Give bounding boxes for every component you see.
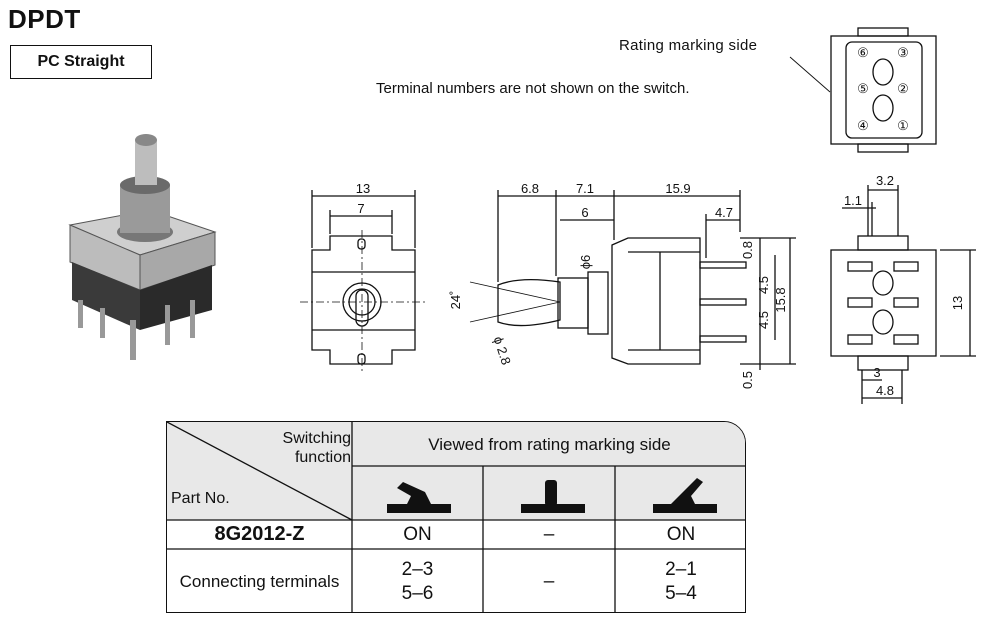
- dim-side-4: 6: [581, 205, 588, 220]
- switch-photo: [68, 134, 217, 360]
- terminal-4: ④: [857, 118, 869, 133]
- connection-3: 2–1 5–4: [615, 549, 745, 612]
- terminal-3: ③: [897, 45, 909, 60]
- part-number: 8G2012-Z: [214, 523, 305, 545]
- dim-front-width: 13: [356, 181, 370, 196]
- terminal-2: ②: [897, 81, 909, 96]
- corner-bottom-label: Part No.: [171, 489, 230, 507]
- mount-type-badge: PC Straight: [10, 45, 152, 79]
- position-3: ON: [666, 523, 696, 545]
- connection-1a: 2–3: [401, 558, 434, 580]
- terminal-1: ①: [897, 118, 909, 133]
- dim-side-6: 0.8: [740, 241, 755, 259]
- connection-1b: 5–6: [401, 582, 434, 604]
- dim-side-1: 6.8: [521, 181, 539, 196]
- bottom-view: [830, 185, 976, 404]
- terminal-6: ⑥: [857, 45, 869, 60]
- rating-marking-label: Rating marking side: [619, 37, 758, 54]
- dim-side-9: 15.8: [773, 287, 788, 312]
- dim-side-3: 15.9: [665, 181, 690, 196]
- connection-2: –: [543, 570, 555, 592]
- dim-side-8: 4.5: [756, 311, 771, 329]
- page-title: DPDT: [8, 4, 81, 34]
- header-cell: [352, 422, 745, 466]
- front-view: [300, 190, 428, 372]
- dim-side-7: 4.5: [756, 276, 771, 294]
- dim-bottom-4: 3: [873, 365, 880, 380]
- dim-front-inner: 7: [357, 201, 364, 216]
- dim-bottom-3: 13: [950, 296, 965, 310]
- dim-bottom-1: 3.2: [876, 173, 894, 188]
- dim-side-2: 7.1: [576, 181, 594, 196]
- dim-side-angle: 24˚: [448, 291, 463, 310]
- side-view: [469, 190, 796, 370]
- connection-3a: 2–1: [665, 558, 697, 580]
- dim-bottom-2: 1.1: [844, 193, 862, 208]
- corner-top-label: Switching function: [282, 430, 351, 466]
- position-2: –: [543, 523, 555, 545]
- dim-side-lever: ϕ 2.8: [491, 335, 514, 367]
- position-1: ON: [403, 523, 432, 545]
- dim-bottom-5: 4.8: [876, 383, 894, 398]
- connection-1: 2–3 5–6: [352, 549, 483, 612]
- connection-3b: 5–4: [665, 582, 697, 604]
- dim-side-5: 4.7: [715, 205, 733, 220]
- terminal-5: ⑤: [857, 81, 869, 96]
- dim-side-bushing: ϕ6: [578, 255, 593, 270]
- rating-view: [789, 27, 937, 153]
- lever-icons: [387, 478, 717, 513]
- terminal-note: Terminal numbers are not shown on the sw…: [376, 80, 690, 97]
- switching-table: Switching function Part No. Viewed from …: [166, 421, 746, 613]
- dim-side-10: 0.5: [740, 371, 755, 389]
- table-grid: [167, 422, 745, 612]
- header-label: Viewed from rating marking side: [428, 434, 671, 454]
- connecting-label: Connecting terminals: [179, 571, 340, 591]
